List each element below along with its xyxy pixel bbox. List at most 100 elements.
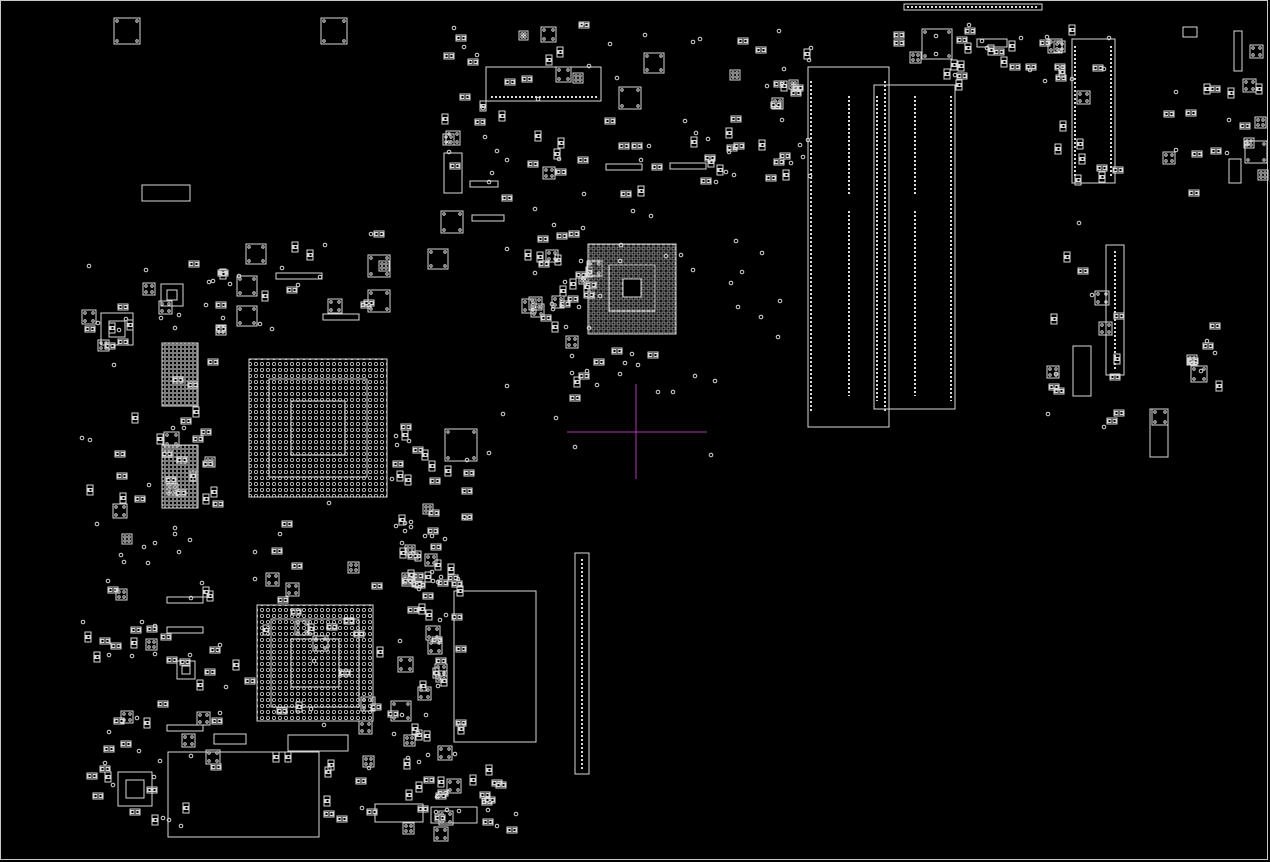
smd-component[interactable]: [1059, 120, 1067, 132]
smd-component[interactable]: [180, 417, 192, 425]
package-footprint[interactable]: [275, 272, 323, 280]
smd-component[interactable]: [1185, 109, 1197, 117]
smd-component[interactable]: [425, 609, 433, 621]
smd-component[interactable]: [1188, 189, 1200, 197]
mini-card-socket-bottom[interactable]: [167, 751, 320, 838]
smd-component[interactable]: [1209, 85, 1221, 93]
smd-component[interactable]: [93, 651, 101, 663]
smd-component[interactable]: [1227, 87, 1235, 99]
smd-component[interactable]: [418, 603, 426, 615]
package-footprint[interactable]: [213, 733, 247, 745]
ic-footprint[interactable]: [294, 620, 310, 636]
package-footprint[interactable]: [976, 38, 1008, 48]
smd-component[interactable]: [432, 667, 440, 679]
smd-component[interactable]: [407, 569, 415, 581]
smd-component[interactable]: [1058, 66, 1066, 78]
smd-component[interactable]: [451, 613, 463, 621]
package-footprint[interactable]: [166, 626, 204, 634]
smd-component[interactable]: [521, 75, 533, 83]
smd-component[interactable]: [620, 190, 632, 198]
smd-component[interactable]: [262, 624, 270, 636]
smd-component[interactable]: [343, 617, 355, 625]
smd-component[interactable]: [443, 52, 455, 60]
smd-component[interactable]: [618, 142, 630, 150]
ic-footprint[interactable]: [438, 810, 454, 826]
ic-footprint[interactable]: [236, 305, 258, 327]
smd-component[interactable]: [437, 579, 449, 587]
ic-footprint[interactable]: [265, 572, 280, 587]
ic-footprint[interactable]: [445, 130, 461, 146]
ic-footprint[interactable]: [540, 26, 557, 43]
smd-component[interactable]: [524, 249, 532, 261]
smd-component[interactable]: [434, 559, 442, 571]
smd-component[interactable]: [160, 633, 172, 641]
ic-footprint[interactable]: [551, 295, 565, 309]
smd-component[interactable]: [202, 460, 214, 468]
ic-footprint[interactable]: [909, 51, 922, 64]
ic-footprint[interactable]: [555, 66, 572, 83]
smd-component[interactable]: [593, 358, 605, 366]
smd-component[interactable]: [336, 815, 348, 823]
smd-component[interactable]: [637, 185, 645, 197]
ic-footprint[interactable]: [145, 638, 158, 651]
smd-component[interactable]: [423, 730, 431, 742]
smd-component[interactable]: [559, 285, 567, 297]
smd-component[interactable]: [116, 472, 128, 480]
ic-footprint[interactable]: [440, 210, 464, 234]
ic-footprint[interactable]: [427, 248, 449, 270]
smd-component[interactable]: [412, 446, 424, 454]
smd-component[interactable]: [495, 781, 507, 789]
ic-footprint[interactable]: [1186, 354, 1198, 366]
smd-component[interactable]: [209, 646, 221, 654]
smd-component[interactable]: [950, 59, 958, 71]
package-footprint[interactable]: [471, 214, 505, 222]
ic-footprint[interactable]: [327, 298, 343, 314]
smd-component[interactable]: [957, 60, 965, 72]
smd-component[interactable]: [215, 325, 227, 333]
smd-component[interactable]: [440, 675, 448, 687]
smd-component[interactable]: [537, 235, 549, 243]
smd-component[interactable]: [417, 805, 429, 813]
smd-component[interactable]: [126, 319, 134, 331]
top-header[interactable]: [485, 66, 602, 102]
package-footprint[interactable]: [1233, 30, 1243, 72]
smd-component[interactable]: [295, 701, 303, 713]
smd-component[interactable]: [103, 745, 115, 753]
smd-component[interactable]: [578, 372, 590, 380]
smd-component[interactable]: [551, 321, 559, 333]
smd-component[interactable]: [215, 301, 227, 309]
smd-component[interactable]: [506, 826, 518, 834]
smd-component[interactable]: [730, 115, 742, 123]
ic-footprint[interactable]: [572, 72, 584, 84]
smd-component[interactable]: [474, 118, 486, 126]
smd-component[interactable]: [323, 810, 335, 818]
smd-component[interactable]: [1025, 63, 1037, 71]
smd-component[interactable]: [733, 142, 745, 150]
ic-footprint[interactable]: [403, 734, 416, 747]
smd-component[interactable]: [501, 194, 513, 202]
smd-component[interactable]: [1048, 383, 1060, 391]
smd-component[interactable]: [212, 500, 224, 508]
smd-component[interactable]: [1191, 150, 1203, 158]
smd-component[interactable]: [146, 625, 158, 633]
mini-card-socket[interactable]: [453, 590, 537, 743]
ic-footprint[interactable]: [163, 431, 180, 448]
ic-footprint[interactable]: [397, 656, 414, 673]
smd-component[interactable]: [401, 429, 409, 441]
smd-component[interactable]: [556, 232, 568, 240]
smd-component[interactable]: [485, 764, 493, 776]
package-footprint[interactable]: [469, 180, 499, 188]
ic-footprint[interactable]: [121, 533, 133, 545]
smd-component[interactable]: [482, 818, 494, 826]
smd-component[interactable]: [1215, 380, 1223, 392]
gpu-bga-chip[interactable]: [587, 243, 677, 335]
smd-component[interactable]: [536, 251, 544, 263]
smd-component[interactable]: [156, 433, 164, 445]
smd-component[interactable]: [758, 139, 766, 151]
smd-component[interactable]: [1076, 138, 1084, 150]
smd-component[interactable]: [161, 450, 173, 458]
smd-component[interactable]: [538, 260, 550, 268]
smd-component[interactable]: [399, 547, 407, 559]
smd-component[interactable]: [104, 771, 112, 783]
ic-footprint[interactable]: [921, 28, 953, 60]
